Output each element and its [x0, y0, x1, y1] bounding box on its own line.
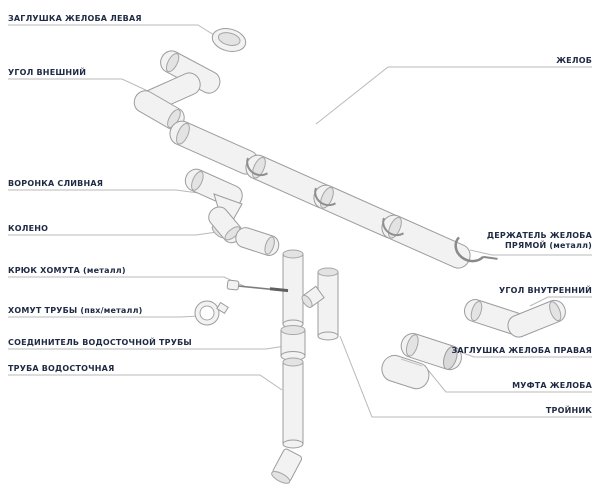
leader-line: [8, 374, 283, 391]
part-gutter-coupling: [381, 354, 430, 390]
leader-line: [8, 189, 207, 195]
leader-line: [469, 249, 592, 256]
label-tee: ТРОЙНИК: [545, 406, 592, 415]
leader-line: [339, 335, 592, 418]
part-endcap-left: [211, 28, 247, 52]
part-inner-corner: [464, 299, 566, 338]
part-outer-corner: [133, 72, 201, 130]
leader-line: [529, 296, 592, 307]
gutter-holder-clamp: [382, 217, 405, 237]
gutter-holder-clamp: [314, 187, 337, 207]
label-pipe-connector: СОЕДИНИТЕЛЬ ВОДОСТОЧНОЙ ТРУБЫ: [8, 338, 192, 347]
leader-line: [427, 369, 592, 393]
part-tee: [301, 267, 339, 341]
part-gutter-segment: [381, 214, 471, 269]
label-downpipe: ТРУБА ВОДОСТОЧНАЯ: [8, 364, 115, 373]
leader-line: [8, 276, 247, 288]
leader-line: [8, 78, 151, 93]
part-endcap-right: [400, 333, 462, 371]
part-downpipe: [282, 249, 304, 329]
parts: [133, 28, 566, 484]
part-elbow: [235, 227, 280, 256]
gutter-holder-clamp: [246, 157, 269, 177]
leader-line: [8, 315, 201, 318]
leader-line: [8, 24, 223, 41]
label-gutter: ЖЕЛОБ: [556, 56, 592, 65]
part-clamp-hook: [226, 279, 289, 293]
label-funnel: ВОРОНКА СЛИВНАЯ: [8, 179, 104, 188]
label-endcap-left: ЗАГЛУШКА ЖЕЛОБА ЛЕВАЯ: [8, 14, 142, 23]
label-holder-straight: ДЕРЖАТЕЛЬ ЖЕЛОБА ПРЯМОЙ (металл): [486, 231, 592, 251]
part-outlet-elbow: [271, 448, 303, 484]
label-endcap-right: ЗАГЛУШКА ЖЕЛОБА ПРАВАЯ: [451, 346, 592, 355]
label-elbow: КОЛЕНО: [8, 224, 49, 233]
part-holder-straight: [454, 236, 498, 263]
leader-line: [454, 349, 592, 358]
label-pipe-clamp: ХОМУТ ТРУБЫ (пвх/металл): [8, 306, 143, 315]
part-downpipe: [282, 357, 304, 449]
part-pipe-clamp: [194, 300, 229, 326]
label-outer-corner: УГОЛ ВНЕШНИЙ: [8, 68, 87, 77]
part-pipe-connector: [280, 325, 306, 361]
leader-line: [8, 345, 286, 350]
label-gutter-coupling: МУФТА ЖЕЛОБА: [512, 381, 592, 390]
label-clamp-hook: КРЮК ХОМУТА (металл): [8, 266, 126, 275]
part-gutter-segment: [169, 120, 259, 175]
leader-lines: [8, 24, 592, 418]
part-gutter-segment: [160, 50, 221, 94]
leader-line: [315, 66, 592, 125]
label-inner-corner: УГОЛ ВНУТРЕННИЙ: [498, 286, 592, 295]
